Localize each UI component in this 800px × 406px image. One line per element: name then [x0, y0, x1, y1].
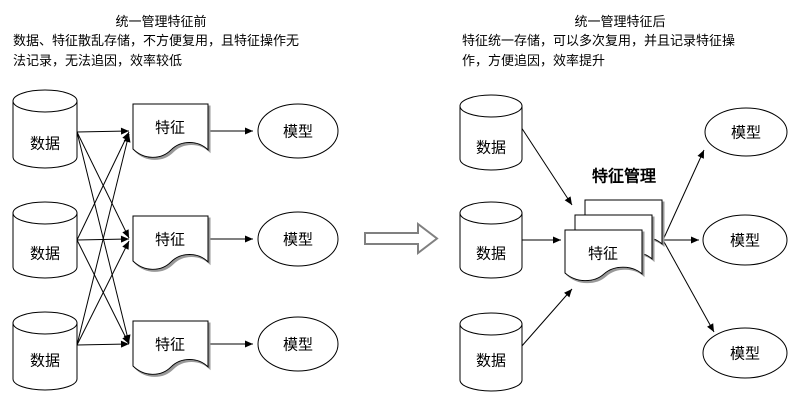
right-model-ellipse: 模型	[702, 214, 788, 266]
right-database-cylinder: 数据	[459, 94, 523, 171]
database-cylinder-top	[459, 94, 523, 118]
left-data-to-feature-arrows	[76, 127, 131, 348]
model-ellipse-shape	[704, 107, 788, 157]
left-database-cylinder: 数据	[12, 311, 78, 391]
database-label: 数据	[476, 353, 506, 370]
arrow-db1-store	[520, 126, 573, 206]
right-data-to-feature-arrows	[520, 126, 573, 348]
database-cylinder-body	[12, 101, 78, 169]
database-cylinder-top	[12, 89, 78, 113]
database-cylinder-body	[12, 213, 78, 279]
right-panel-description-line: 作，方便追因，效率提升	[462, 53, 606, 68]
left-panel-description-line: 数据、特征散乱存储，不方便复用，且特征操作无	[13, 33, 300, 48]
arrow-db3-doc1	[76, 133, 131, 346]
feature-store-stack: 特征	[564, 199, 663, 282]
model-label: 模型	[731, 125, 761, 142]
left-model-ellipse: 模型	[257, 211, 339, 267]
database-label: 数据	[30, 353, 60, 370]
database-cylinder-body	[12, 323, 78, 391]
model-ellipse-shape	[257, 316, 339, 372]
model-label: 模型	[283, 124, 313, 141]
left-panel-description-line: 法记录，无法追因，效率较低	[13, 53, 183, 68]
left-feature-document: 特征	[132, 320, 209, 375]
model-label: 模型	[730, 233, 760, 250]
right-model-ellipse: 模型	[704, 107, 788, 157]
arrow-db3-doc3	[76, 340, 130, 348]
left-panel-header: 统一管理特征前 数据、特征散乱存储，不方便复用，且特征操作无 法记录，无法追因，…	[13, 13, 309, 71]
left-model-ellipse: 模型	[257, 103, 339, 159]
database-label: 数据	[476, 140, 506, 157]
model-label: 模型	[730, 346, 760, 363]
database-label: 数据	[476, 246, 506, 263]
feature-document-shape	[132, 320, 209, 375]
feature-document-shape	[132, 215, 209, 270]
right-database-cylinder: 数据	[459, 201, 523, 279]
model-ellipse-shape	[257, 211, 339, 267]
right-feature-to-model-arrows	[662, 149, 715, 333]
right-panel-header: 统一管理特征后 特征统一存储，可以多次复用，并且记录特征操 作，方便追因，效率提…	[462, 13, 778, 71]
arrow-db3-store	[520, 288, 573, 348]
database-cylinder-body	[459, 106, 523, 171]
model-ellipse-shape	[257, 103, 339, 159]
feature-store-label: 特征	[588, 246, 618, 263]
feature-document-shape	[132, 103, 209, 158]
left-panel-title: 统一管理特征前	[115, 14, 207, 29]
model-label: 模型	[283, 232, 313, 249]
left-database-cylinder: 数据	[12, 89, 78, 169]
model-ellipse-shape	[702, 327, 788, 379]
arrow-store-model3	[662, 239, 715, 333]
feature-management-label: 特征管理	[592, 167, 656, 186]
database-label: 数据	[30, 136, 60, 153]
database-label: 数据	[30, 246, 60, 263]
database-cylinder-body	[459, 324, 523, 392]
left-feature-document: 特征	[132, 103, 209, 158]
model-label: 模型	[283, 337, 313, 354]
database-cylinder-top	[459, 312, 523, 336]
feature-label: 特征	[155, 337, 185, 354]
database-cylinder-top	[12, 311, 78, 335]
feature-label: 特征	[155, 120, 185, 137]
feature-document-front	[564, 229, 643, 282]
feature-label: 特征	[155, 232, 185, 249]
model-ellipse-shape	[702, 214, 788, 266]
arrow-db2-doc1	[76, 131, 130, 241]
arrow-store-model1	[662, 149, 705, 241]
arrow-db3-doc2	[76, 240, 130, 346]
transition-arrow-icon	[364, 221, 439, 256]
right-database-cylinder: 数据	[459, 312, 523, 392]
left-feature-document: 特征	[132, 215, 209, 270]
right-panel-description-line: 特征统一存储，可以多次复用，并且记录特征操	[462, 33, 736, 48]
arrow-db1-doc1	[76, 127, 130, 135]
right-panel-title: 统一管理特征后	[574, 14, 666, 29]
left-model-ellipse: 模型	[257, 316, 339, 372]
database-cylinder-top	[12, 201, 78, 225]
right-model-ellipse: 模型	[702, 327, 788, 379]
database-cylinder-top	[459, 201, 523, 225]
database-cylinder-body	[459, 213, 523, 279]
left-feature-to-model-arrows	[210, 127, 253, 348]
left-database-cylinder: 数据	[12, 201, 78, 279]
